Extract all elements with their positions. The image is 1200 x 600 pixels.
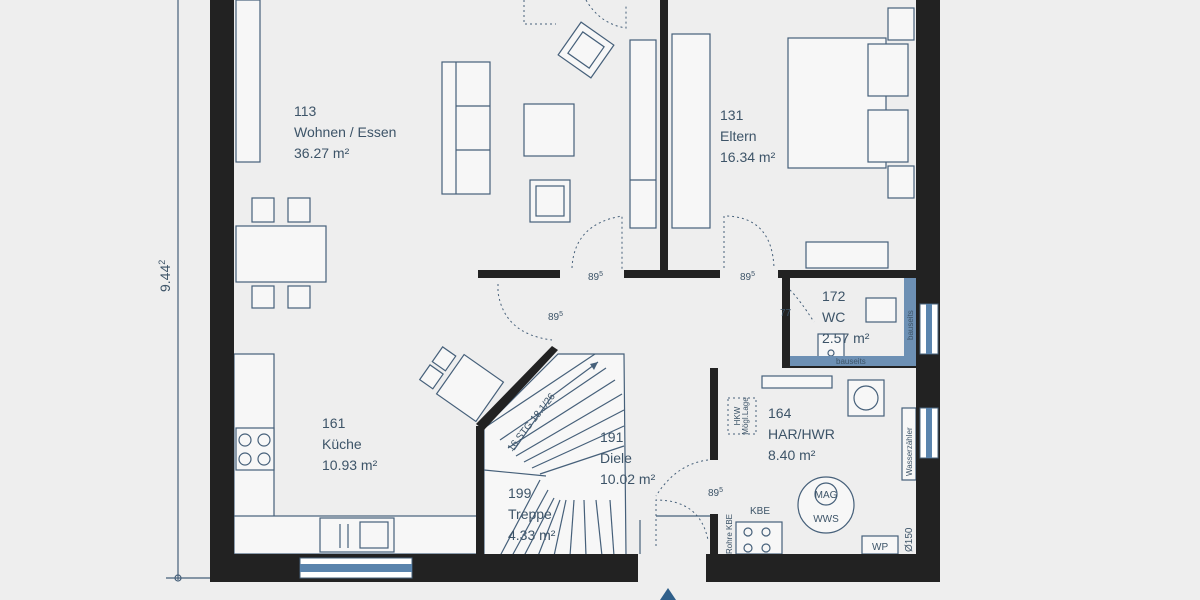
sideboard xyxy=(235,0,261,163)
svg-text:8.40 m²: 8.40 m² xyxy=(768,447,816,463)
wp-label: WP xyxy=(872,542,888,553)
svg-text:172: 172 xyxy=(822,288,846,304)
sofa xyxy=(441,61,491,195)
svg-text:10.02 m²: 10.02 m² xyxy=(600,471,656,487)
door-width: 895 xyxy=(740,271,755,283)
bauseits-label-v: bauseits xyxy=(906,310,915,340)
svg-text:HAR/HWR: HAR/HWR xyxy=(768,426,835,442)
rohre-label: Rohre KBE xyxy=(725,514,734,554)
room-wc: 172 WC 2.57 m² xyxy=(822,288,870,346)
dining-table xyxy=(235,225,327,283)
door-width: 895 xyxy=(548,311,563,323)
svg-text:164: 164 xyxy=(768,405,792,421)
bauseits-strip-v xyxy=(904,278,916,360)
chair xyxy=(287,285,311,309)
svg-text:2.57 m²: 2.57 m² xyxy=(822,330,870,346)
svg-text:10.93 m²: 10.93 m² xyxy=(322,457,378,473)
chair xyxy=(287,197,311,223)
doors xyxy=(497,0,815,554)
wc-counter xyxy=(865,297,897,323)
svg-text:Wohnen / Essen: Wohnen / Essen xyxy=(294,124,396,140)
bauseits-label-h: bauseits xyxy=(836,357,866,366)
door-width: 895 xyxy=(588,271,603,283)
room-har: 164 HAR/HWR 8.40 m² xyxy=(768,405,835,463)
kbe-unit xyxy=(735,521,783,555)
kbe-label: KBE xyxy=(750,506,770,517)
svg-text:161: 161 xyxy=(322,415,346,431)
entry-arrow xyxy=(660,588,676,600)
room-diele: 191 Diele 10.02 m² xyxy=(600,429,656,487)
utility-shelf xyxy=(761,375,833,389)
svg-text:113: 113 xyxy=(294,103,317,119)
shelf-living xyxy=(629,39,657,229)
svg-text:Küche: Küche xyxy=(322,436,362,452)
svg-text:191: 191 xyxy=(600,429,624,445)
wc-basin xyxy=(817,333,845,359)
wardrobe xyxy=(671,33,711,229)
door-width: 895 xyxy=(708,487,723,499)
wws-label: WWS xyxy=(813,514,839,525)
mag-label: MAG xyxy=(815,490,838,501)
svg-text:WC: WC xyxy=(822,309,845,325)
dimension-line: 9.442 xyxy=(157,0,210,582)
bistro-table xyxy=(418,346,505,423)
room-eltern: 131 Eltern 16.34 m² xyxy=(720,107,776,165)
furniture xyxy=(233,0,917,555)
door-widths: 895 895 895 895 77 xyxy=(548,271,792,499)
svg-text:131: 131 xyxy=(720,107,744,123)
wasserzaehler-label: Wasserzähler xyxy=(905,427,914,476)
svg-text:199: 199 xyxy=(508,485,532,501)
chair xyxy=(251,197,275,223)
room-treppe: 199 Treppe 4.33 m² xyxy=(508,485,556,543)
windows xyxy=(299,278,939,600)
svg-text:36.27 m²: 36.27 m² xyxy=(294,145,350,161)
o150-label: Ø150 xyxy=(904,527,915,552)
svg-text:16.34 m²: 16.34 m² xyxy=(720,149,776,165)
svg-text:4.33 m²: 4.33 m² xyxy=(508,527,556,543)
hkw-box xyxy=(727,397,757,435)
room-wohnen: 113 Wohnen / Essen 36.27 m² xyxy=(294,103,396,161)
svg-text:Eltern: Eltern xyxy=(720,128,757,144)
walls xyxy=(210,0,940,582)
bauseits-strip-h xyxy=(790,356,916,366)
dresser xyxy=(805,241,889,269)
svg-text:Diele: Diele xyxy=(600,450,632,466)
hkw-sub-label: Mögl.Lage xyxy=(741,397,750,435)
door-width: 77 xyxy=(780,308,792,319)
svg-text:Treppe: Treppe xyxy=(508,506,552,522)
hkw-label: HKW xyxy=(733,406,742,425)
chair xyxy=(251,285,275,309)
dimension-label: 9.442 xyxy=(157,260,173,292)
nightstand xyxy=(887,7,915,41)
coffee-table xyxy=(523,103,575,157)
room-kueche: 161 Küche 10.93 m² xyxy=(322,415,378,473)
nightstand xyxy=(887,165,915,199)
staircase xyxy=(483,353,627,557)
